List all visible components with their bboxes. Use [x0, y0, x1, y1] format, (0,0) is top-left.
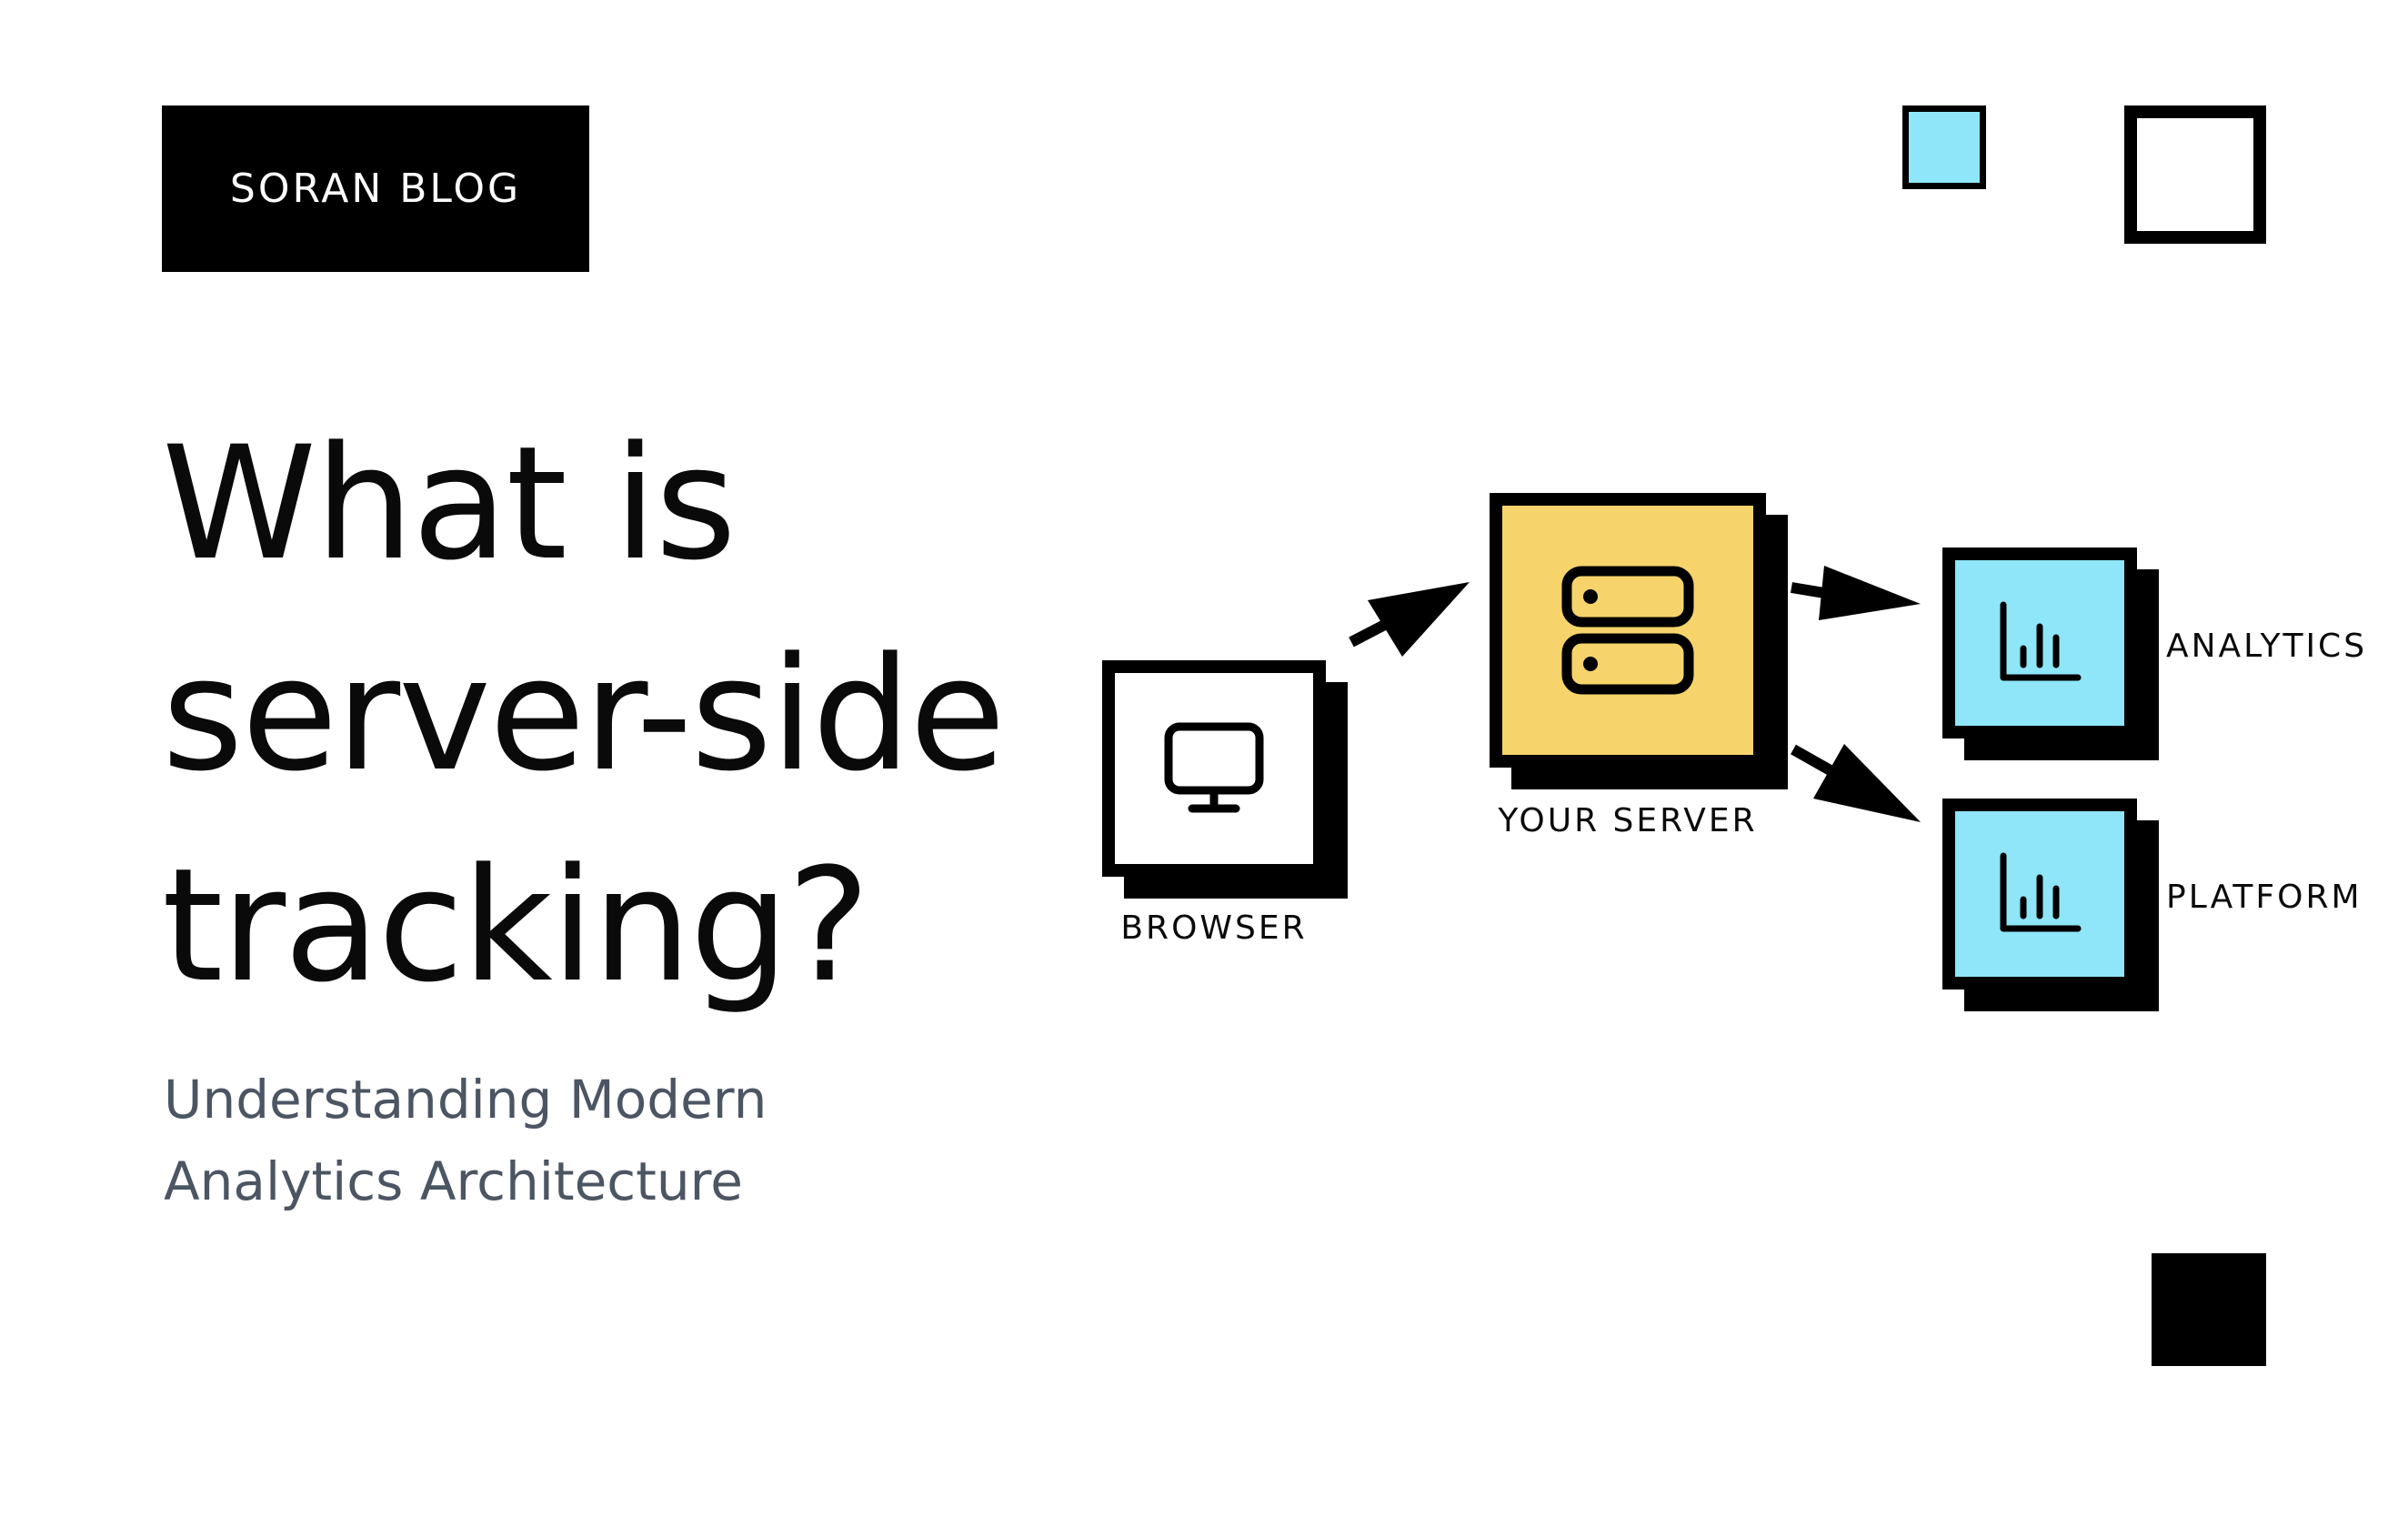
arrow-server-to-analytics	[1791, 566, 1921, 620]
brand-badge[interactable]: SORAN BLOG	[162, 105, 589, 272]
analytics-node[interactable]	[1942, 548, 2137, 738]
decorative-outline-square	[2124, 105, 2266, 244]
server-stack-icon	[1561, 566, 1694, 695]
platform-label: PLATFORM	[2166, 879, 2363, 916]
subtitle-line-2: Analytics Architecture	[164, 1150, 743, 1212]
title-line-1: What is	[162, 412, 737, 595]
bar-chart-icon	[2000, 601, 2082, 681]
title-line-2: server-side	[162, 623, 1006, 806]
server-node[interactable]	[1490, 493, 1766, 768]
brand-label: SORAN BLOG	[229, 166, 522, 212]
browser-node[interactable]	[1102, 660, 1326, 877]
decorative-cyan-square	[1902, 105, 1986, 189]
arrow-browser-to-server	[1349, 582, 1470, 657]
analytics-label: ANALYTICS	[2166, 628, 2368, 665]
server-label: YOUR SERVER	[1498, 802, 1758, 839]
browser-label: BROWSER	[1120, 909, 1308, 947]
page-title: What is server-side tracking?	[162, 398, 1071, 1031]
subtitle-line-1: Understanding Modern	[164, 1069, 768, 1130]
title-line-3: tracking?	[162, 834, 870, 1017]
arrow-server-to-platform	[1791, 744, 1921, 822]
bar-chart-icon	[2000, 852, 2082, 932]
page-subtitle: Understanding Modern Analytics Architect…	[164, 1059, 982, 1222]
monitor-icon	[1164, 722, 1264, 813]
platform-node[interactable]	[1942, 799, 2137, 990]
decorative-black-square	[2152, 1253, 2266, 1366]
